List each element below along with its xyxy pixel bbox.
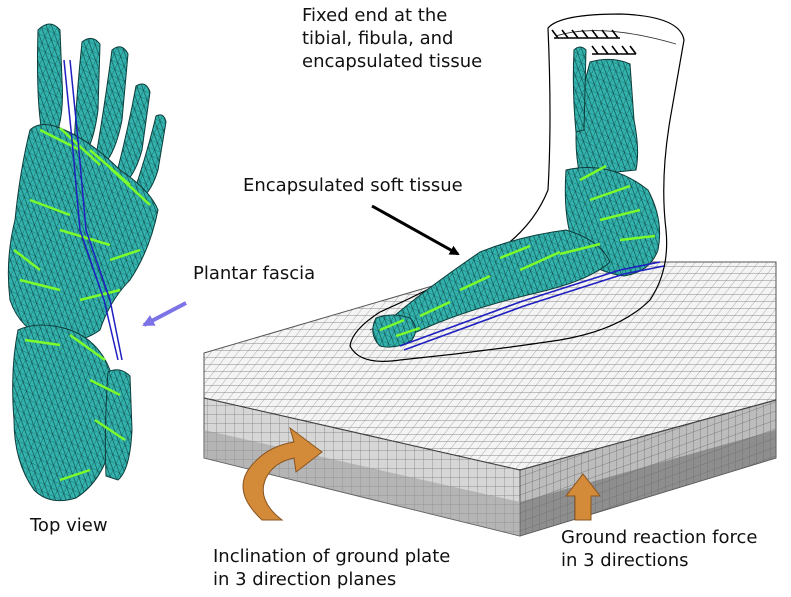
plantar-fascia-lines [63,59,123,361]
toe-3 [95,46,129,163]
ligaments-top [13,127,151,482]
fibula-end [104,369,133,481]
toe-2 [73,38,101,153]
toe-big [37,23,63,133]
grf-label: Ground reaction force in 3 directions [561,527,758,571]
hindfoot [12,324,116,502]
fixed-support-icon [551,29,637,55]
top-view-label: Top view [30,515,108,536]
plantar-fascia-arrow [142,301,187,327]
toe-5 [133,114,167,199]
plantar-fascia-label: Plantar fascia [193,263,316,284]
grf-arrow-icon [564,473,602,521]
side-view-foot [349,13,685,362]
inclination-arrow-icon [242,426,323,521]
fixed-end-label: Fixed end at the tibial, fibula, and enc… [302,5,483,72]
soft-tissue-arrow [371,204,460,256]
top-view-foot [7,23,167,502]
toes-side [372,314,416,348]
ligaments-side [379,164,656,338]
soft-tissue-label: Encapsulated soft tissue [243,175,463,196]
plantar-fascia-side [399,261,665,351]
toe-4 [115,83,151,183]
inclination-label: Inclination of ground plate in 3 directi… [213,546,451,590]
soft-tissue-outline [349,13,685,362]
fibula [572,46,587,133]
